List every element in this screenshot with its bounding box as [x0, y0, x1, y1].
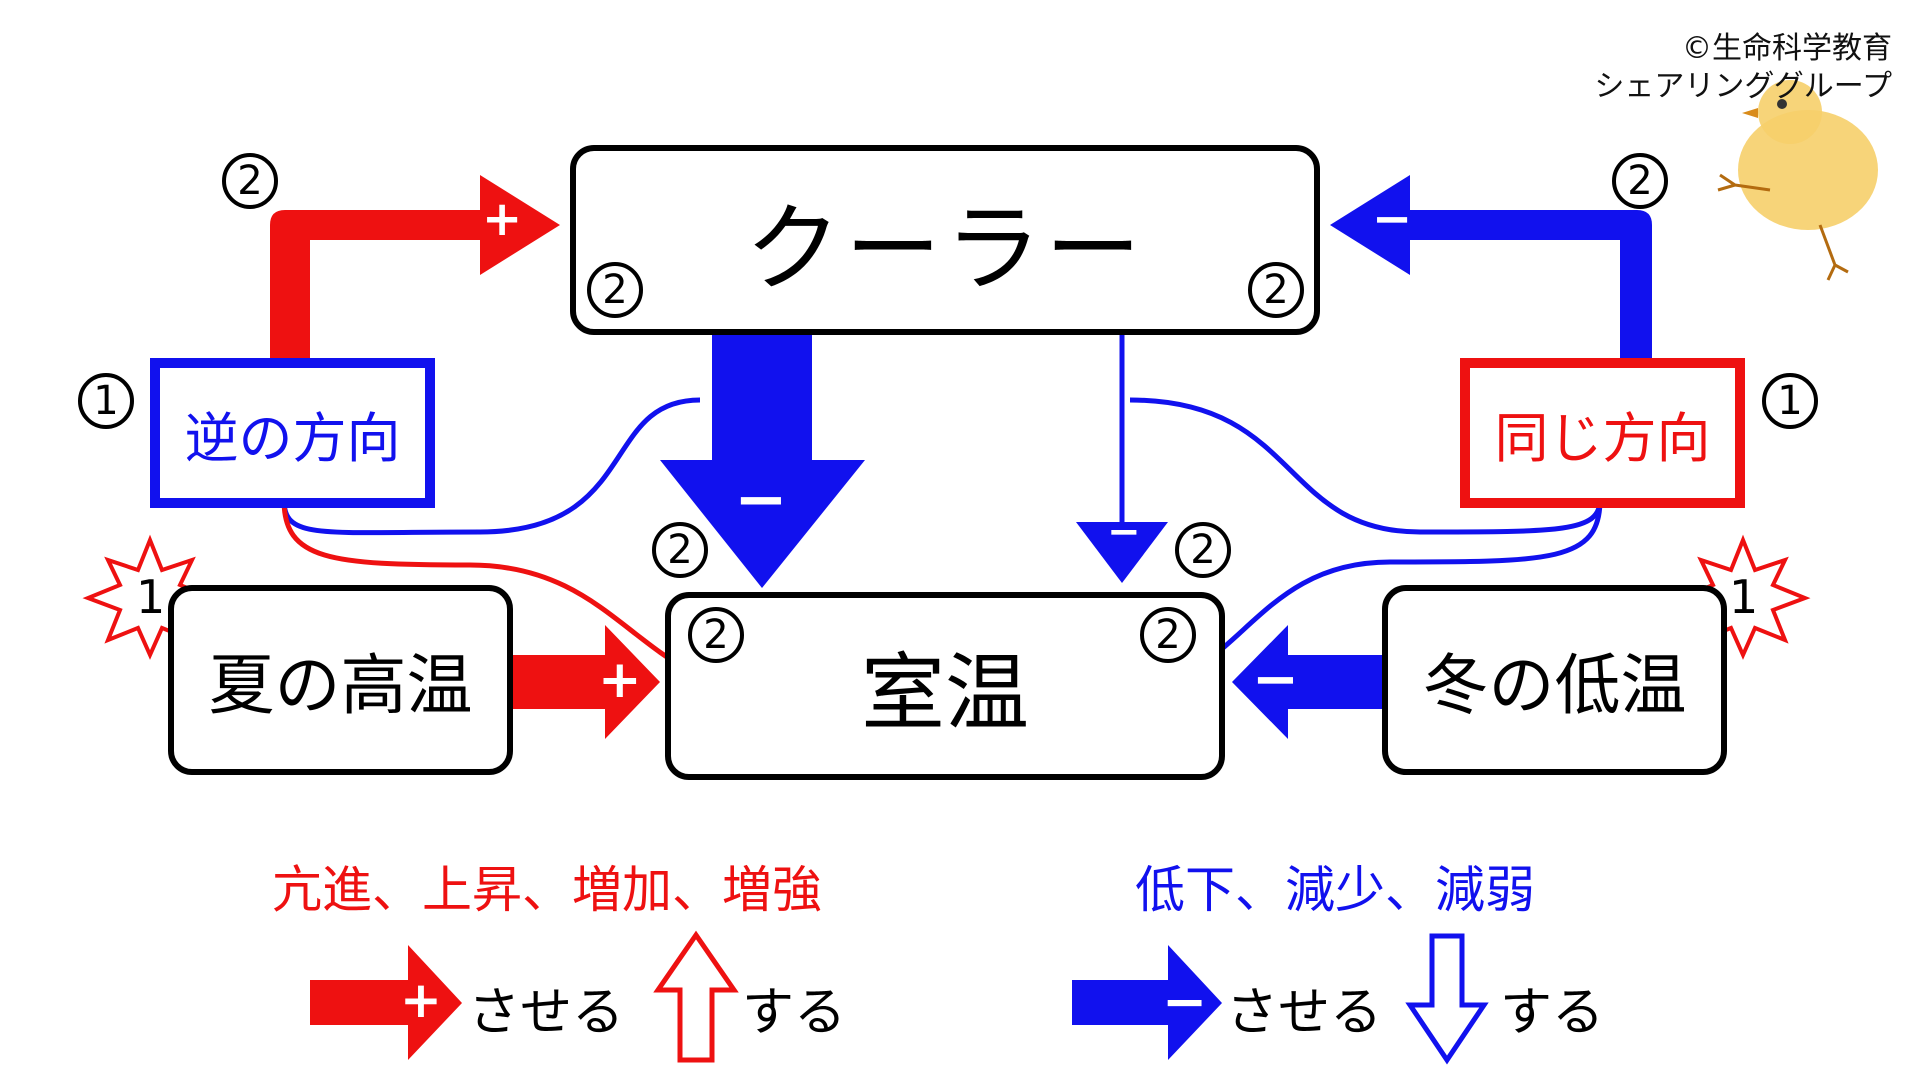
- legend-down-arrow-icon: [1405, 933, 1489, 1065]
- chick-illustration-icon: [1717, 80, 1878, 281]
- step-number-2: 2: [1140, 607, 1196, 663]
- minus-sign-thin: −: [1107, 509, 1141, 555]
- starburst-number-right: 1: [1729, 570, 1759, 624]
- same-to-cooler-curve: [1129, 397, 1603, 535]
- same-direction-label: 同じ方向: [1494, 406, 1711, 470]
- summer-label: 夏の高温: [208, 647, 473, 724]
- step-number-2: 2: [222, 153, 278, 209]
- blue-elbow-arrow: [1330, 175, 1652, 360]
- legend-cause-red: させる: [468, 983, 625, 1043]
- plus-sign-summer: +: [598, 650, 642, 710]
- legend-minus-arrow: [1072, 945, 1222, 1060]
- legend-plus-arrow: [310, 945, 462, 1060]
- legend-red-words: 亢進、上昇、増加、増強: [272, 861, 822, 919]
- cooler-label: クーラー: [745, 192, 1145, 305]
- summer-box: 夏の高温: [168, 585, 513, 775]
- step-number-1: 1: [78, 373, 134, 429]
- step-number-2: 2: [1175, 522, 1231, 578]
- cooler-box: クーラー: [570, 145, 1320, 335]
- room-temp-label: 室温: [860, 643, 1029, 742]
- credit-line2: シェアリンググループ: [1594, 69, 1892, 104]
- room-temp-box: 室温: [665, 592, 1225, 780]
- reverse-direction-box: 逆の方向: [150, 358, 435, 508]
- summer-to-room-arrow: [512, 625, 660, 739]
- minus-sign-thick: −: [734, 463, 788, 537]
- step-number-2: 2: [688, 607, 744, 663]
- step-number-2: 2: [587, 262, 643, 318]
- legend-plus-sign: +: [400, 971, 442, 1029]
- starburst-number-left: 1: [136, 570, 166, 624]
- same-direction-box: 同じ方向: [1460, 358, 1745, 508]
- step-number-2: 2: [1612, 153, 1668, 209]
- cooler-to-room-thin-head: [1076, 522, 1168, 583]
- step-number-2: 2: [1248, 262, 1304, 318]
- winter-box: 冬の低温: [1382, 585, 1727, 775]
- plus-sign-top-left: +: [482, 191, 523, 247]
- legend-minus-sign: −: [1162, 970, 1208, 1033]
- legend-do-blue: する: [1500, 983, 1605, 1043]
- step-number-2: 2: [652, 522, 708, 578]
- red-elbow-arrow: [270, 175, 560, 360]
- reverse-to-cooler-curve: [281, 397, 701, 536]
- cooler-to-room-thick-arrow: [660, 335, 865, 588]
- legend-blue-words: 低下、減少、減弱: [1135, 861, 1535, 919]
- legend-cause-blue: させる: [1226, 983, 1383, 1043]
- minus-sign-top-right: −: [1372, 191, 1413, 247]
- step-number-1: 1: [1762, 373, 1818, 429]
- minus-sign-winter: −: [1252, 647, 1299, 712]
- reverse-direction-label: 逆の方向: [184, 406, 401, 470]
- winter-to-room-arrow: [1232, 625, 1382, 739]
- credit-line1: ©生命科学教育: [1682, 31, 1892, 66]
- legend-do-red: する: [742, 983, 847, 1043]
- credit: ©生命科学教育 シェアリンググループ: [1594, 30, 1892, 106]
- winter-label: 冬の低温: [1422, 647, 1687, 724]
- legend-up-arrow-icon: [653, 930, 739, 1063]
